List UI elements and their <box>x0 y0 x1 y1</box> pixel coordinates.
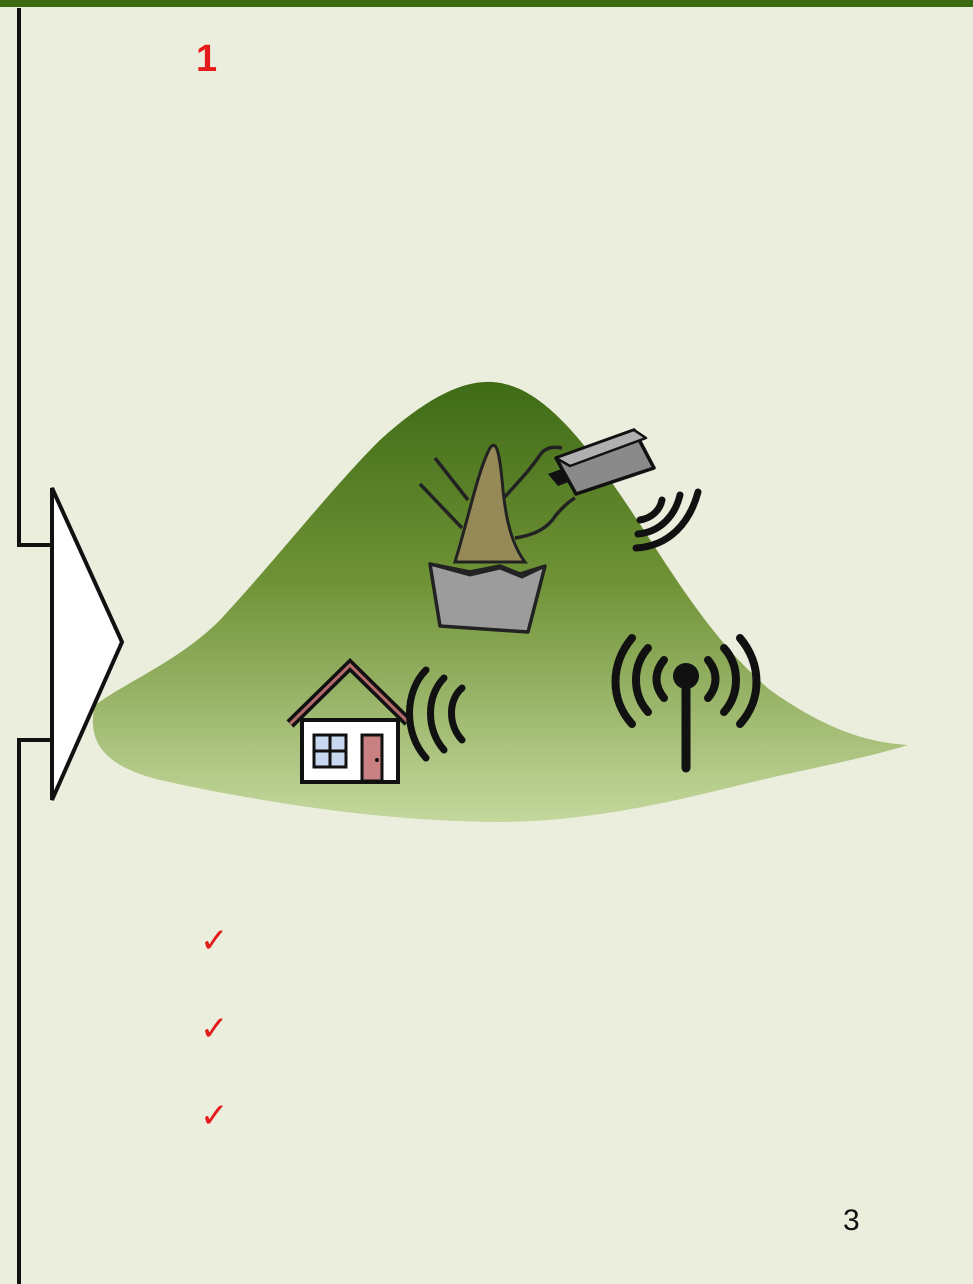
left-bracket <box>19 8 52 1284</box>
slide-label: 1 <box>196 40 217 78</box>
check-bullet-3: ✓ <box>200 1099 229 1133</box>
page-number: 3 <box>843 1206 860 1236</box>
check-bullet-1: ✓ <box>200 924 229 958</box>
check-bullet-2: ✓ <box>200 1012 229 1046</box>
